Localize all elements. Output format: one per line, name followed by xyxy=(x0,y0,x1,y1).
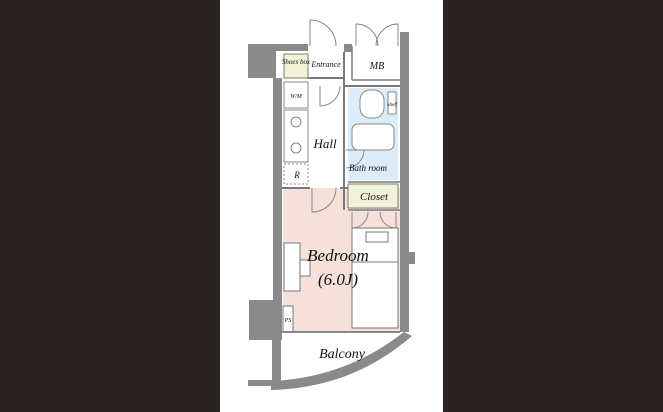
bedroom-label: Bedroom xyxy=(307,246,369,265)
shelf-label: Shelf xyxy=(387,103,398,108)
balcony-wall-end xyxy=(248,380,272,386)
shoes-box-label: Shoes box xyxy=(282,58,311,66)
wm-label: W/M xyxy=(290,94,303,100)
closet-label: Closet xyxy=(360,191,389,203)
shoes-box-area xyxy=(283,53,309,79)
right-wall xyxy=(400,32,409,332)
stove-burner xyxy=(290,116,302,128)
left-wall-top xyxy=(248,44,276,78)
balcony-wall xyxy=(271,332,412,390)
desk xyxy=(283,242,301,292)
toilet-basin xyxy=(359,89,385,119)
closet-area xyxy=(347,183,399,209)
top-wall-right xyxy=(344,44,352,52)
pillow xyxy=(365,231,389,243)
hall-label: Hall xyxy=(312,136,337,151)
chair xyxy=(299,259,311,277)
left-wall-bottom xyxy=(249,300,282,340)
kitchen-counter xyxy=(283,109,309,163)
left-wall xyxy=(273,78,282,300)
mb-label: MB xyxy=(369,61,384,72)
refrigerator-space xyxy=(283,163,309,185)
bathroom-label: Bath room xyxy=(349,163,387,173)
bathroom-shelf xyxy=(387,91,397,115)
bedroom-size-label: (6.0J) xyxy=(318,270,358,289)
mb-door-right xyxy=(375,23,399,47)
entrance-door xyxy=(309,19,337,47)
stove-burner xyxy=(290,142,302,154)
mb-door-left xyxy=(355,23,379,47)
bathtub xyxy=(351,123,395,151)
hall-door xyxy=(319,85,341,107)
left-balcony-wall xyxy=(272,340,281,383)
bedroom-door xyxy=(311,187,337,213)
ps-label: PS xyxy=(284,318,292,324)
washing-machine-space xyxy=(283,81,309,109)
r-label: R xyxy=(293,170,300,180)
top-wall-left xyxy=(276,44,308,51)
right-wall-notch xyxy=(407,252,415,264)
entrance-label: Entrance xyxy=(310,60,341,69)
balcony-label: Balcony xyxy=(319,347,366,362)
bed xyxy=(351,227,399,329)
